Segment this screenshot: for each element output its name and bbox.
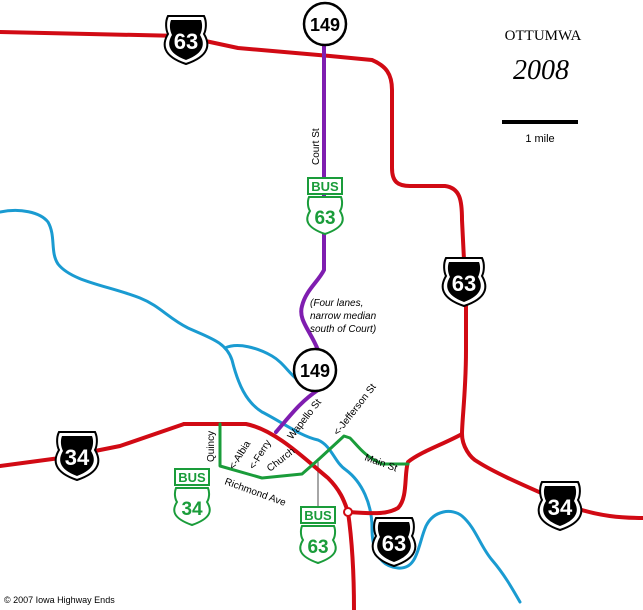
bus63-route <box>316 434 410 466</box>
bus63-south-number: 63 <box>307 537 328 558</box>
highways <box>0 30 643 610</box>
junction-marker <box>343 507 353 517</box>
scale-label: 1 mile <box>525 133 554 145</box>
ia149-shield-top-number: 149 <box>310 15 340 35</box>
lane-note-line2: narrow median <box>310 311 377 322</box>
us63-shield-top-number: 63 <box>174 29 198 54</box>
lane-note-line1: (Four lanes, <box>310 298 363 309</box>
des-moines-river <box>0 208 522 604</box>
us63-shield-east: 63 <box>441 257 487 308</box>
us34-east-segment <box>460 432 643 520</box>
bus63-shield-north: BUS 63 <box>306 177 344 236</box>
us34-downtown <box>182 422 350 514</box>
lane-note: (Four lanes, narrow median south of Cour… <box>310 298 377 335</box>
us63-shield-south: 63 <box>371 517 417 568</box>
map-title-year: 2008 <box>513 55 569 86</box>
bus63-south-label: BUS <box>304 508 332 523</box>
bus63-north-number: 63 <box>314 208 335 229</box>
bus34-number: 34 <box>181 499 203 520</box>
us34-shield-east: 34 <box>537 481 583 532</box>
us63-south-curve <box>346 432 464 516</box>
bus63-north-label: BUS <box>311 179 339 194</box>
bus34-label: BUS <box>178 470 206 485</box>
map-title-city: OTTUMWA <box>505 28 582 44</box>
court-street-route <box>274 38 326 434</box>
us34-shield-west-number: 34 <box>65 445 90 470</box>
us63-shield-east-number: 63 <box>452 271 476 296</box>
bus63-shield-south: BUS 63 <box>299 506 337 565</box>
us63-shield-south-number: 63 <box>382 531 406 556</box>
ia149-shield-top: 149 <box>302 1 348 47</box>
ia149-shield-mid-number: 149 <box>300 361 330 381</box>
us34-shield-west: 34 <box>54 431 100 482</box>
ia149-shield-mid: 149 <box>292 347 338 393</box>
us34-shield-east-number: 34 <box>548 495 573 520</box>
bus34-route <box>218 422 320 480</box>
us63-south-leg <box>346 510 356 610</box>
copyright: © 2007 Iowa Highway Ends <box>4 595 115 605</box>
label-court-st: Court St <box>311 128 322 165</box>
us63-shield-top: 63 <box>163 15 209 66</box>
us63-northern-route <box>0 30 468 436</box>
label-quincy: Quincy <box>206 431 217 462</box>
lane-note-line3: south of Court) <box>310 324 376 335</box>
bus34-shield: BUS 34 <box>173 468 211 527</box>
business-routes <box>218 422 410 480</box>
